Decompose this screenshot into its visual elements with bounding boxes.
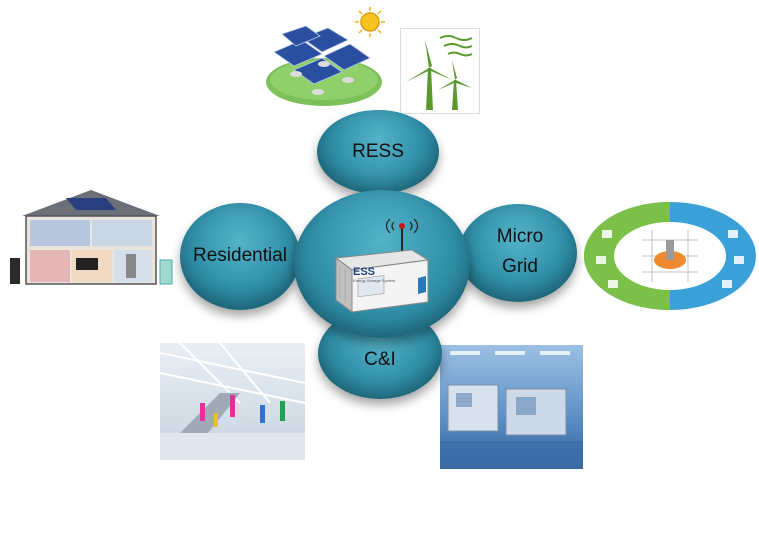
smart-house-icon (10, 190, 173, 285)
solar-panels-icon (266, 7, 385, 106)
micro-grid-label-line2: Grid (502, 256, 538, 277)
shopping-mall-photo (160, 343, 305, 460)
ess-container-icon (334, 218, 430, 313)
ress-label: RESS (352, 141, 404, 162)
residential-node (180, 203, 300, 310)
wind-turbines-icon (400, 28, 480, 114)
ess-brand-label: ESS (353, 266, 376, 278)
micro-grid-label-line1: Micro (496, 226, 544, 247)
sun-icon (355, 7, 385, 37)
residential-label: Residential (193, 245, 287, 266)
micro-grid-node (459, 204, 577, 302)
ess-subtitle-label: Energy Storage System (353, 278, 396, 283)
factory-photo (440, 345, 583, 469)
microgrid-ring-icon (584, 202, 756, 310)
ci-label: C&I (364, 349, 396, 370)
antenna-icon (385, 218, 419, 252)
ress-node (317, 110, 439, 194)
